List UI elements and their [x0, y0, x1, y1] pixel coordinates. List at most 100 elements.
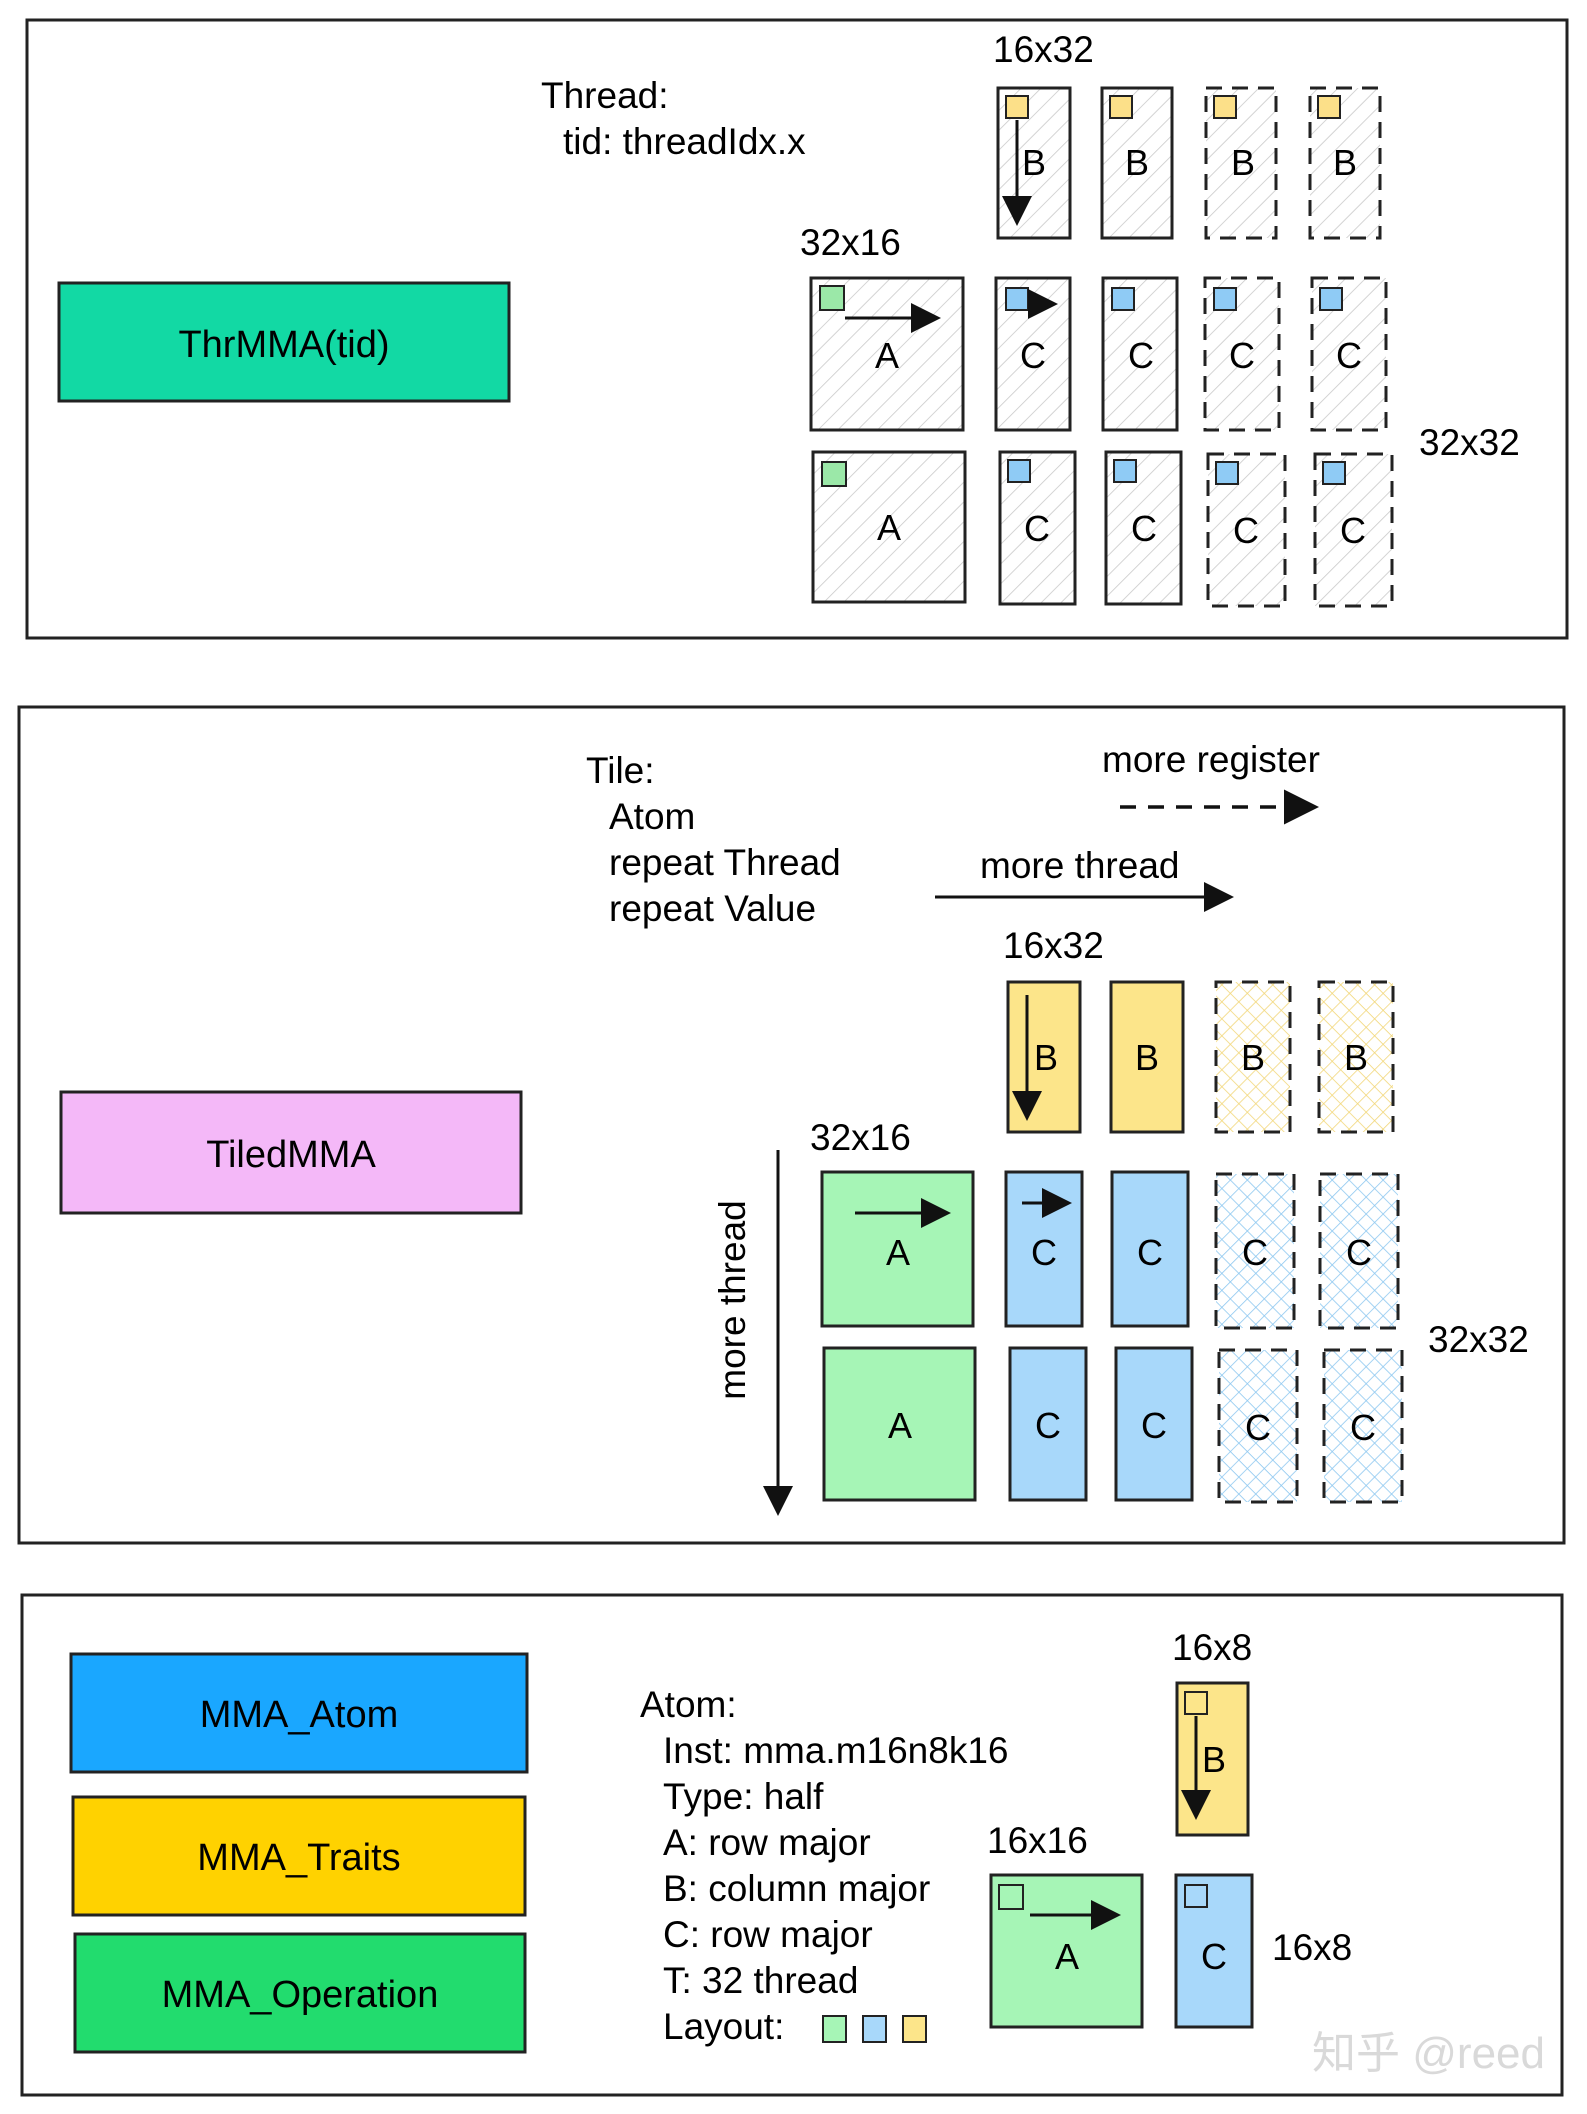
thread-corner-marker	[1319, 287, 1343, 311]
thread-corner-marker	[1109, 95, 1133, 119]
atom-info-line: Layout:	[663, 2006, 784, 2047]
matrix-b-label: B	[1022, 142, 1046, 183]
thrmma-b-tile: B	[996, 86, 1072, 240]
thrmma-a-tile: A	[811, 450, 967, 604]
atom-info-line: Inst: mma.m16n8k16	[663, 1730, 1008, 1771]
thread-corner-marker	[821, 461, 847, 487]
thread-corner-marker	[1113, 459, 1137, 483]
thrmma-block	[57, 281, 511, 403]
thrmma-c-tile-repeat: C	[1310, 276, 1388, 432]
atom-info-line: Type: half	[663, 1776, 824, 1817]
matrix-c-label: C	[1131, 508, 1157, 549]
tiledmma-c-tile	[1114, 1346, 1194, 1502]
atom-info-line: C: row major	[663, 1914, 873, 1955]
legend-more-register: more register	[1102, 739, 1320, 780]
thrmma-dim-a: 32x16	[800, 222, 901, 263]
tiledmma-b-tile-repeat: B	[1317, 980, 1395, 1134]
mma-traits-label: MMA_Traits	[197, 1837, 400, 1879]
tiledmma-c-tile-repeat: C	[1214, 1172, 1296, 1330]
atom-info-line: T: 32 thread	[663, 1960, 858, 2001]
layout-swatch-c	[862, 2015, 887, 2043]
tiledmma-b-tile: B	[1006, 980, 1082, 1134]
thrmma-info-line: Thread:	[541, 75, 669, 116]
thrmma-dim-c: 32x32	[1419, 422, 1520, 463]
thrmma-c-tile-repeat: C	[1203, 276, 1281, 432]
layout-swatch-b	[902, 2015, 927, 2043]
panel-tiledmma: TiledMMA Tile: Atom repeat Thread repeat…	[17, 705, 1566, 1545]
thread-corner-marker	[1215, 461, 1239, 485]
tiledmma-c-tile: C	[1008, 1346, 1088, 1502]
matrix-b-label: B	[1231, 142, 1255, 183]
matrix-b-label: B	[1344, 1037, 1368, 1078]
tiledmma-info-line: repeat Thread	[609, 842, 841, 883]
thread-corner-marker	[1005, 95, 1029, 119]
tiledmma-b-tile-repeat	[1214, 980, 1292, 1134]
matrix-c-label: C	[1035, 1405, 1061, 1446]
tiledmma-info-line: repeat Value	[609, 888, 816, 929]
thread-corner-marker	[998, 1884, 1024, 1910]
watermark: 知乎 @reed	[1312, 2029, 1545, 2078]
tiledmma-label: TiledMMA	[206, 1134, 376, 1176]
matrix-c-label: C	[1229, 335, 1255, 376]
thread-corner-marker	[1213, 287, 1237, 311]
panel-atom: MMA_Atom MMA_Traits MMA_Operation Atom: …	[20, 1593, 1564, 2097]
thrmma-info-line: tid: threadIdx.x	[563, 121, 806, 162]
matrix-a-label: A	[875, 335, 899, 376]
panel-thrmma: ThrMMA(tid) Thread: tid: threadIdx.x 16x…	[25, 18, 1569, 640]
thread-corner-marker	[1322, 461, 1346, 485]
panel-thrmma-frame	[25, 18, 1569, 640]
matrix-c-label: C	[1340, 510, 1366, 551]
thread-corner-marker	[1184, 1691, 1208, 1715]
thrmma-c-tile: C	[998, 450, 1077, 606]
thrmma-label: ThrMMA(tid)	[178, 324, 389, 366]
thrmma-c-tile	[1104, 450, 1183, 606]
legend-more-thread: more thread	[980, 845, 1180, 886]
thread-corner-marker	[1007, 459, 1031, 483]
thrmma-b-tile: B	[1100, 86, 1174, 240]
tiledmma-c-tile-repeat: C	[1318, 1172, 1400, 1330]
tiledmma-info-line: Atom	[609, 796, 695, 837]
mma-operation-block	[73, 1932, 527, 2054]
mma-atom-label: MMA_Atom	[200, 1694, 398, 1736]
matrix-c-label: C	[1024, 508, 1050, 549]
tiledmma-b-tile	[1109, 980, 1185, 1134]
thread-corner-marker	[1317, 95, 1341, 119]
tiledmma-a-tile: A	[820, 1170, 975, 1328]
thread-corner-marker	[1184, 1884, 1208, 1908]
matrix-a-label: A	[877, 507, 901, 548]
thread-corner-marker	[819, 285, 845, 311]
thrmma-c-tile: C	[994, 276, 1072, 432]
tiledmma-a-tile	[822, 1346, 977, 1502]
mma-atom-block	[69, 1652, 529, 1774]
tiledmma-info-line: Tile:	[586, 750, 655, 791]
tiledmma-dim-c: 32x32	[1428, 1319, 1529, 1360]
matrix-b-label: B	[1241, 1037, 1265, 1078]
tiledmma-c-tile-repeat	[1217, 1348, 1299, 1504]
tiledmma-a-tile: A	[822, 1346, 977, 1502]
matrix-b-label: B	[1125, 142, 1149, 183]
thread-corner-marker	[1005, 287, 1029, 311]
thrmma-c-tile: C	[1104, 450, 1183, 606]
matrix-c-label: C	[1020, 335, 1046, 376]
tiledmma-c-tile-repeat	[1322, 1348, 1404, 1504]
atom-info-line: Atom:	[640, 1684, 737, 1725]
matrix-c-label: C	[1242, 1232, 1268, 1273]
matrix-c-label: C	[1346, 1232, 1372, 1273]
atom-dim-b: 16x8	[1172, 1627, 1252, 1668]
tiledmma-dim-b: 16x32	[1003, 925, 1104, 966]
tiledmma-c-tile	[1110, 1170, 1190, 1328]
mma-traits-block	[71, 1795, 527, 1917]
tiledmma-c-tile: C	[1114, 1346, 1194, 1502]
matrix-c-label: C	[1031, 1232, 1057, 1273]
panel-atom-frame	[20, 1593, 1564, 2097]
tiledmma-a-tile	[820, 1170, 975, 1328]
thrmma-b-tile-repeat: B	[1308, 86, 1382, 240]
thrmma-info: Thread: tid: threadIdx.x	[541, 75, 806, 162]
panel-tiledmma-frame	[17, 705, 1566, 1545]
tiledmma-c-tile: C	[1110, 1170, 1190, 1328]
tiledmma-c-tile-repeat	[1318, 1172, 1400, 1330]
thread-corner-marker	[1111, 287, 1135, 311]
tiledmma-b-tile	[1006, 980, 1082, 1134]
matrix-c-label: C	[1201, 1936, 1227, 1977]
